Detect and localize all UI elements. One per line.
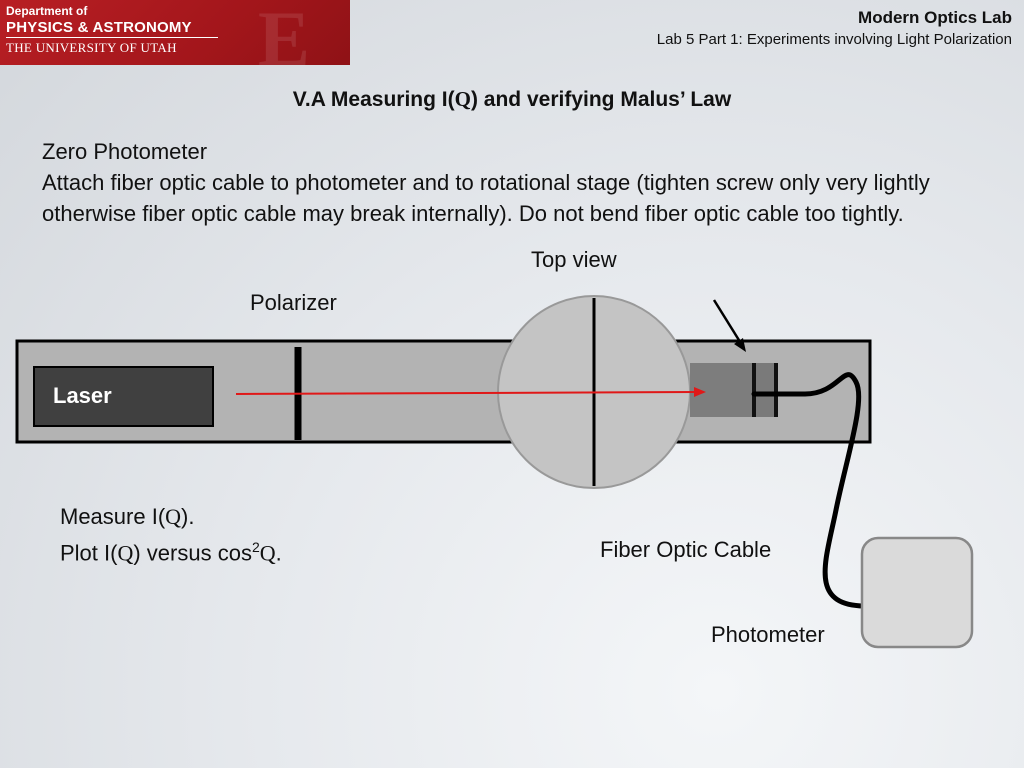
slide-title-prefix: V.A Measuring I(	[292, 88, 455, 111]
logo-divider	[6, 37, 218, 38]
pointer-arrowhead	[734, 338, 746, 352]
pointer-arrow	[712, 299, 744, 346]
list-item-text-end: ).	[181, 504, 195, 529]
list-item-text: Attach fiber optic cable to photometer a…	[42, 170, 930, 226]
list-item: Measure I(Q).	[28, 501, 282, 532]
list-item-text: Zero Photometer	[42, 139, 208, 164]
logo-department: Department of	[6, 4, 88, 18]
list-item-text-mid: ) versus cos	[133, 540, 252, 566]
logo-watermark: E	[257, 0, 310, 65]
logo-name: PHYSICS & ASTRONOMY	[6, 19, 192, 36]
theta-symbol: Q	[259, 540, 276, 566]
theta-symbol: Q	[454, 87, 471, 111]
header-title: Modern Optics Lab	[858, 8, 1012, 27]
exponent: 2	[251, 539, 260, 555]
university-logo: E Department of PHYSICS & ASTRONOMY THE …	[0, 0, 350, 65]
fiber-connector	[752, 363, 778, 417]
list-item: Attach fiber optic cable to photometer a…	[10, 167, 1010, 229]
laser-beam	[235, 391, 699, 395]
fiber-optic-cable	[751, 372, 867, 609]
instruction-list: Zero Photometer Attach fiber optic cable…	[10, 136, 1010, 229]
measurement-list: Measure I(Q). Plot I(Q) versus cos2Q.	[28, 501, 282, 568]
list-item-text-end: .	[275, 540, 282, 566]
logo-university: THE UNIVERSITY OF UTAH	[6, 40, 177, 55]
slide-title-suffix: ) and verifying Malus’ Law	[470, 88, 732, 111]
fiber-optic-cable-label: Fiber Optic Cable	[600, 537, 772, 562]
top-view-label: Top view	[531, 247, 617, 272]
photometer-box	[860, 536, 974, 649]
list-item-text: Plot I(	[60, 540, 118, 566]
list-item-text: Measure I(	[60, 504, 166, 529]
photometer-label: Photometer	[711, 622, 825, 647]
list-item: Plot I(Q) versus cos2Q.	[28, 532, 282, 568]
theta-symbol: Q	[117, 540, 134, 566]
laser-label: Laser	[53, 383, 112, 408]
polarizer-label: Polarizer	[250, 290, 337, 315]
list-item: Zero Photometer	[10, 136, 1010, 167]
theta-symbol: Q	[165, 504, 182, 529]
beam-arrowhead	[694, 387, 706, 397]
slide-title: V.A Measuring I(Q) and verifying Malus’ …	[0, 87, 1024, 112]
laser-box	[33, 366, 214, 427]
header-subtitle: Lab 5 Part 1: Experiments involving Ligh…	[656, 31, 1012, 48]
